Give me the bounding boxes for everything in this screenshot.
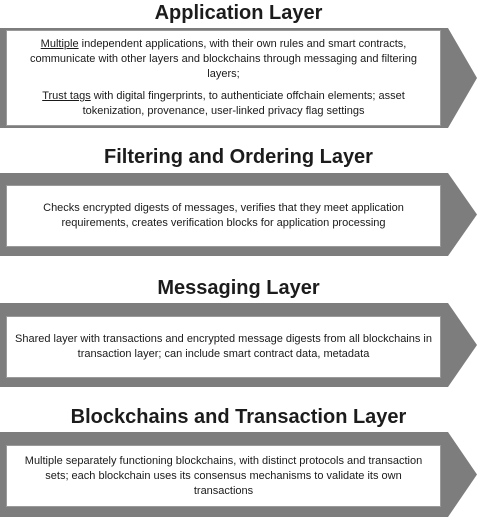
filtering-ordering-layer-title: Filtering and Ordering Layer: [104, 146, 373, 168]
application-layer-text-trust-tags: Trust tags with digital fingerprints, to…: [42, 90, 405, 117]
application-layer-box: Multiple independent applications, with …: [6, 30, 441, 126]
application-layer-text-multiple: Multiple independent applications, with …: [29, 38, 418, 80]
blockchains-transaction-layer-box: Multiple separately functioning blockcha…: [6, 445, 441, 507]
blockchains-transaction-layer-title: Blockchains and Transaction Layer: [70, 406, 407, 428]
messaging-layer-box: Shared layer with transactions and encry…: [6, 316, 441, 378]
application-layer-title: Application Layer: [154, 2, 323, 24]
filtering-ordering-layer-box: Checks encrypted digests of messages, ve…: [6, 185, 441, 247]
messaging-layer-title: Messaging Layer: [157, 277, 320, 299]
blockchains-transaction-layer-text: Multiple separately functioning blockcha…: [24, 454, 423, 497]
filtering-ordering-layer-text: Checks encrypted digests of messages, ve…: [43, 202, 404, 229]
messaging-layer-text: Shared layer with transactions and encry…: [15, 333, 432, 360]
